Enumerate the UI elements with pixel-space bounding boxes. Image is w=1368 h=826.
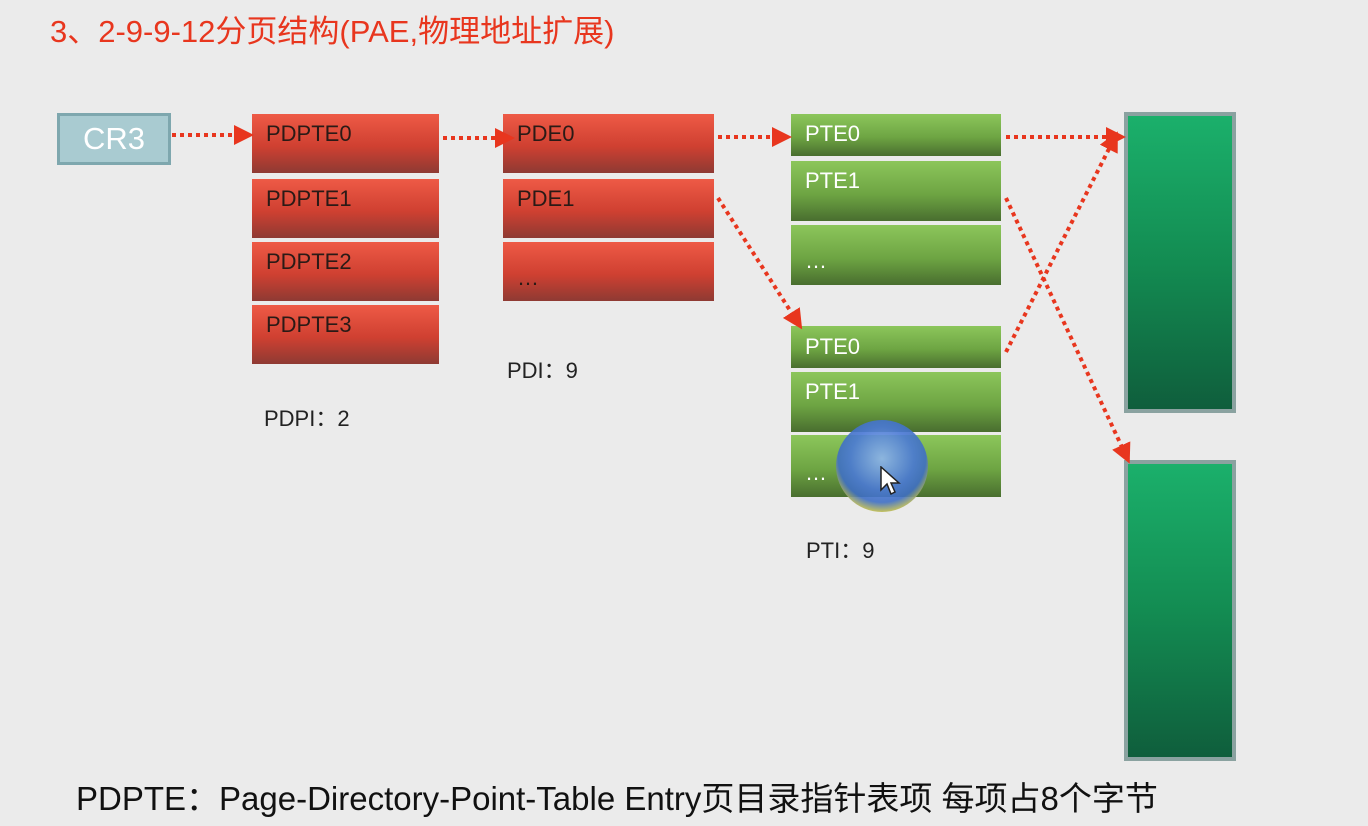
cursor-highlight	[836, 420, 928, 512]
cr3-register-box: CR3	[57, 113, 171, 165]
pdi-label: PDI：9	[507, 358, 578, 383]
pdpte-1-cell: PDPTE1	[252, 179, 439, 238]
pt-b-pte-0-cell: PTE0	[791, 326, 1001, 368]
pdpi-label: PDPI：2	[264, 406, 350, 431]
mouse-pointer-icon	[880, 466, 901, 496]
physical-page-top	[1124, 112, 1236, 413]
pde-0-cell: PDE0	[503, 114, 714, 173]
pde-more-cell: …	[503, 242, 714, 301]
slide-title: 3、2-9-9-12分页结构(PAE,物理地址扩展)	[50, 14, 615, 49]
pti-label: PTI：9	[806, 538, 875, 563]
pt-a-pte-1-cell: PTE1	[791, 161, 1001, 221]
footer-definition: PDPTE：Page-Directory-Point-Table Entry页目…	[76, 780, 1158, 817]
arrow-pt-b-pte0-to-page-top	[1004, 131, 1118, 353]
arrow-pde1-to-pt-b	[716, 196, 803, 330]
pde-1-cell: PDE1	[503, 179, 714, 238]
pdpte-2-cell: PDPTE2	[252, 242, 439, 301]
physical-page-bottom	[1124, 460, 1236, 761]
pt-a-more-cell: …	[791, 225, 1001, 285]
pt-a-pte-0-cell: PTE0	[791, 114, 1001, 156]
arrow-pte1-to-page-bottom	[1004, 197, 1131, 464]
pdpte-0-cell: PDPTE0	[252, 114, 439, 173]
pdpte-3-cell: PDPTE3	[252, 305, 439, 364]
